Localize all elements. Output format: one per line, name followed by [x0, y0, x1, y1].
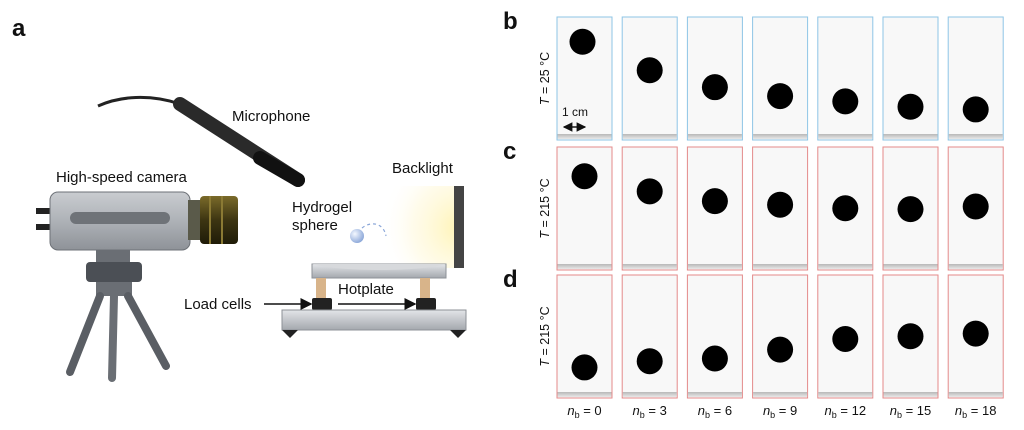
frame-d-2	[686, 274, 743, 399]
sphere-b-1	[636, 57, 663, 84]
ground-b-5	[883, 134, 938, 139]
sphere-b-3	[767, 83, 794, 110]
load-cells-label: Load cells	[184, 296, 252, 313]
ground-d-4	[818, 392, 873, 397]
ground-d-5	[883, 392, 938, 397]
sphere-d-4	[832, 325, 859, 352]
sphere-b-5	[897, 93, 924, 120]
microphone-illustration	[97, 96, 305, 187]
microphone-label: Microphone	[232, 108, 310, 125]
sphere-c-0	[571, 163, 598, 190]
camera-illustration	[36, 191, 238, 382]
ground-b-6	[948, 134, 1003, 139]
hydrogel-sphere-illustration	[350, 223, 387, 243]
sphere-d-6	[962, 320, 989, 347]
frame-b-3	[752, 16, 809, 141]
ground-b-1	[622, 134, 677, 139]
ground-b-4	[818, 134, 873, 139]
frame-b-5	[882, 16, 939, 141]
panel-letter-d: d	[503, 266, 518, 293]
nb-label-0: nb = 0	[567, 403, 601, 420]
ground-c-0	[557, 264, 612, 269]
camera-label: High-speed camera	[56, 169, 188, 186]
frame-d-3	[752, 274, 809, 399]
frame-d-1	[621, 274, 678, 399]
ground-d-6	[948, 392, 1003, 397]
frame-c-1	[621, 146, 678, 271]
sphere-d-0	[571, 354, 598, 381]
sphere-d-5	[897, 323, 924, 350]
row-label-c: T = 215 °C	[538, 178, 552, 238]
hotplate-illustration	[281, 263, 467, 338]
image-sequence-panels: b T = 25 °C 1 cm c T = 215 °C d T = 215 °C	[503, 8, 1004, 399]
sphere-c-6	[962, 193, 989, 220]
row-label-b: T = 25 °C	[538, 52, 552, 105]
ground-c-1	[622, 264, 677, 269]
panel-letter-c: c	[503, 138, 516, 165]
panel-letter-a: a	[12, 15, 26, 42]
sphere-c-4	[832, 195, 859, 222]
backlight-label: Backlight	[392, 160, 454, 177]
sphere-b-0	[569, 28, 596, 55]
sphere-b-4	[832, 88, 859, 115]
nb-label-1: nb = 3	[633, 403, 667, 420]
sphere-d-2	[701, 345, 728, 372]
sphere-c-3	[767, 191, 794, 218]
sphere-d-3	[767, 336, 794, 363]
ground-d-1	[622, 392, 677, 397]
ground-b-2	[687, 134, 742, 139]
nb-label-2: nb = 6	[698, 403, 732, 420]
hydrogel-label-line2: sphere	[292, 217, 338, 234]
backlight-illustration	[380, 186, 464, 268]
ground-c-2	[687, 264, 742, 269]
sphere-b-2	[701, 74, 728, 101]
nb-label-6: nb = 18	[955, 403, 997, 420]
ground-b-3	[753, 134, 808, 139]
row-label-d: T = 215 °C	[538, 306, 552, 366]
sphere-b-6	[962, 96, 989, 123]
sphere-c-2	[701, 188, 728, 215]
ground-c-6	[948, 264, 1003, 269]
sphere-c-5	[897, 196, 924, 223]
ground-d-2	[687, 392, 742, 397]
ground-d-0	[557, 392, 612, 397]
frame-d-6	[947, 274, 1004, 399]
ground-c-5	[883, 264, 938, 269]
frame-b-4	[817, 16, 874, 141]
nb-label-3: nb = 9	[763, 403, 797, 420]
sphere-d-1	[636, 348, 663, 375]
hydrogel-label-line1: Hydrogel	[292, 199, 352, 216]
ground-c-4	[818, 264, 873, 269]
sphere-c-1	[636, 178, 663, 205]
ground-b-0	[557, 134, 612, 139]
panel-letter-b: b	[503, 8, 518, 35]
scale-bar-label: 1 cm	[562, 105, 588, 119]
bounce-number-labels: nb = 0 nb = 3 nb = 6 nb = 9 nb = 12 nb = 15 nb…	[567, 403, 996, 420]
ground-d-3	[753, 392, 808, 397]
ground-c-3	[753, 264, 808, 269]
hotplate-label: Hotplate	[338, 281, 394, 298]
nb-label-4: nb = 12	[825, 403, 867, 420]
nb-label-5: nb = 15	[890, 403, 932, 420]
